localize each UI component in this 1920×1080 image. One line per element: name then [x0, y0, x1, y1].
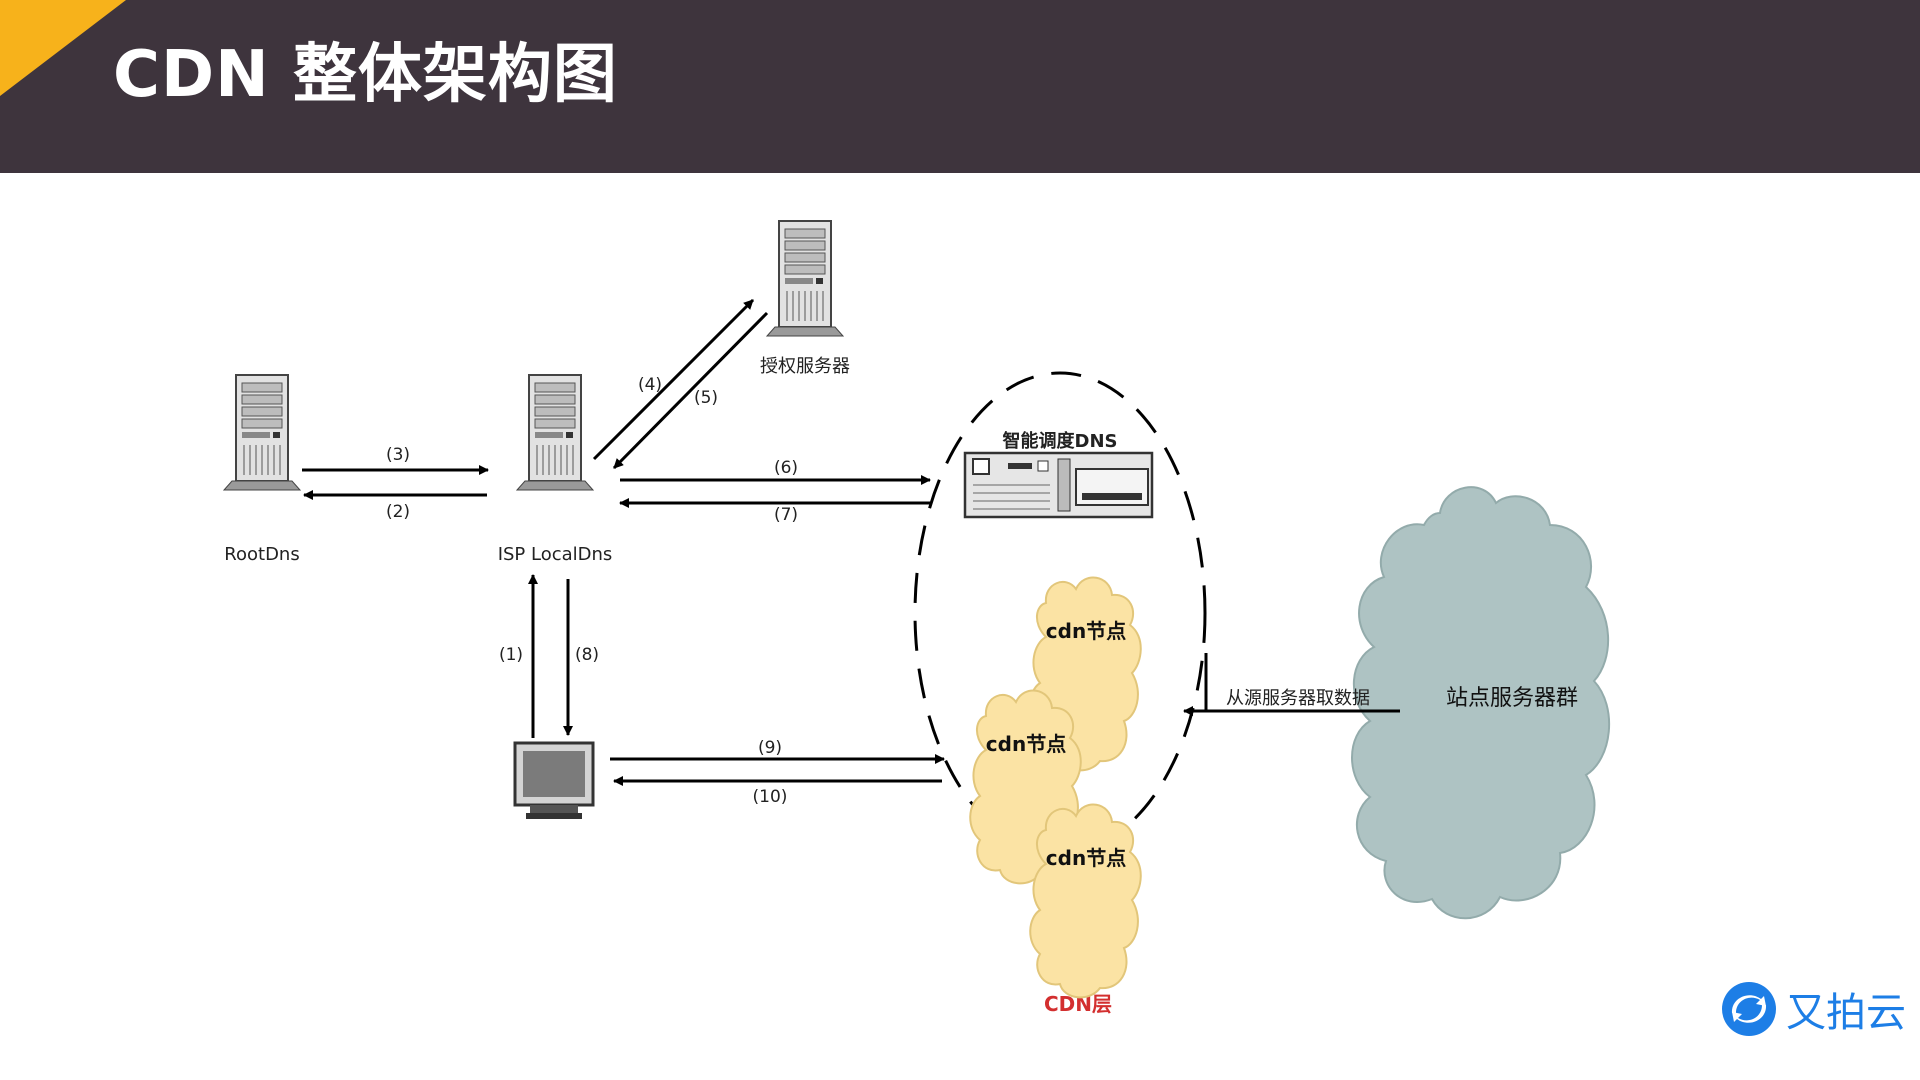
isp-localdns-label: ISP LocalDns: [498, 544, 613, 565]
arrow-4: [592, 298, 755, 461]
edge-label-3: (3): [386, 445, 410, 465]
cdn-node-cloud-icon: [1029, 803, 1142, 999]
upyun-logo-icon: [1722, 982, 1776, 1036]
slide-title: CDN 整体架构图: [113, 38, 618, 112]
edge-label-4: (4): [638, 375, 662, 395]
cdn-node-label: cdn节点: [1046, 619, 1126, 643]
arrow-5: [612, 311, 769, 470]
auth-server-label: 授权服务器: [760, 356, 850, 377]
smart-dns-server-icon: [963, 451, 1154, 519]
root-dns-server-icon: [223, 374, 301, 491]
origin-cluster-label: 站点服务器群: [1446, 686, 1578, 711]
edge-label-2: (2): [386, 502, 410, 522]
cdn-node-label: cdn节点: [1046, 846, 1126, 870]
origin-cluster-cloud-icon: [1351, 486, 1611, 920]
slide-header: CDN 整体架构图: [0, 0, 1920, 173]
edge-label-10: (10): [753, 787, 788, 807]
brand-logo: 又拍云: [1720, 978, 1906, 1040]
edge-label-8: (8): [575, 645, 599, 665]
edge-label-7: (7): [774, 505, 798, 525]
edge-label-1: (1): [499, 645, 523, 665]
corner-accent: [0, 0, 126, 96]
smart-dns-label: 智能调度DNS: [1003, 430, 1118, 452]
origin-fetch-label: 从源服务器取数据: [1226, 688, 1370, 709]
edge-label-9: (9): [758, 738, 782, 758]
cdn-node-label: cdn节点: [986, 732, 1066, 756]
isp-localdns-server-icon: [516, 374, 594, 491]
cdn-architecture-diagram: 授权服务器 RootDns ISP LocalDns 智能调度DNS CDN层 …: [223, 220, 1611, 1016]
edge-label-5: (5): [694, 388, 718, 408]
brand-name: 又拍云: [1786, 990, 1906, 1036]
root-dns-label: RootDns: [224, 544, 299, 565]
monitor-icon: [513, 741, 595, 819]
edge-label-6: (6): [774, 458, 798, 478]
auth-server-icon: [766, 220, 844, 337]
